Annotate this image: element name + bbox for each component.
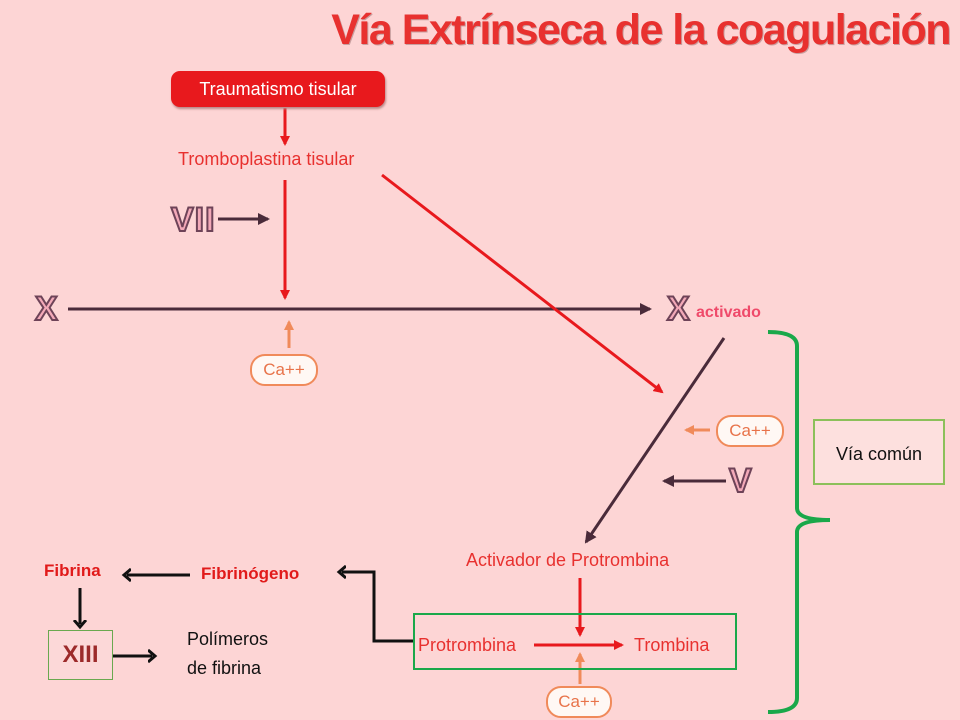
node-factor-v: V (728, 462, 753, 500)
node-traumatismo: Traumatismo tisular (171, 71, 385, 107)
label-activado: activado (696, 304, 761, 321)
calcium-badge-2: Ca++ (716, 415, 784, 447)
node-polimeros-de-fibrina: Polímeros de fibrina (187, 625, 268, 683)
via-comun-label: Vía común (813, 419, 945, 485)
node-fibrina: Fibrina (44, 561, 101, 580)
arrow-x-activado-diagonal (584, 337, 726, 544)
node-factor-x: X (34, 290, 59, 328)
calcium-badge-1: Ca++ (250, 354, 318, 386)
via-comun-brace (767, 330, 831, 714)
arrow-protrombina-to-fibrinogeno (342, 572, 413, 643)
polimeros-line-1: Polímeros (187, 629, 269, 649)
node-fibrinogeno: Fibrinógeno (201, 564, 300, 583)
node-factor-vii: VII (170, 201, 216, 239)
node-activador-protrombina: Activador de Protrombina (466, 550, 670, 570)
calcium-badge-3: Ca++ (546, 686, 612, 718)
node-tromboplastina: Tromboplastina tisular (178, 149, 355, 169)
node-factor-x-activado: X (666, 290, 691, 328)
diagram-title: Vía Extrínseca de la coagulación (331, 6, 951, 54)
node-factor-xiii: XIII (48, 630, 113, 680)
node-trombina: Trombina (634, 635, 710, 655)
node-protrombina: Protrombina (418, 635, 517, 655)
polimeros-line-2: de fibrina (187, 658, 262, 678)
protrombina-trombina-box (413, 613, 737, 670)
arrow-tromboplastina-diagonal (381, 173, 664, 394)
